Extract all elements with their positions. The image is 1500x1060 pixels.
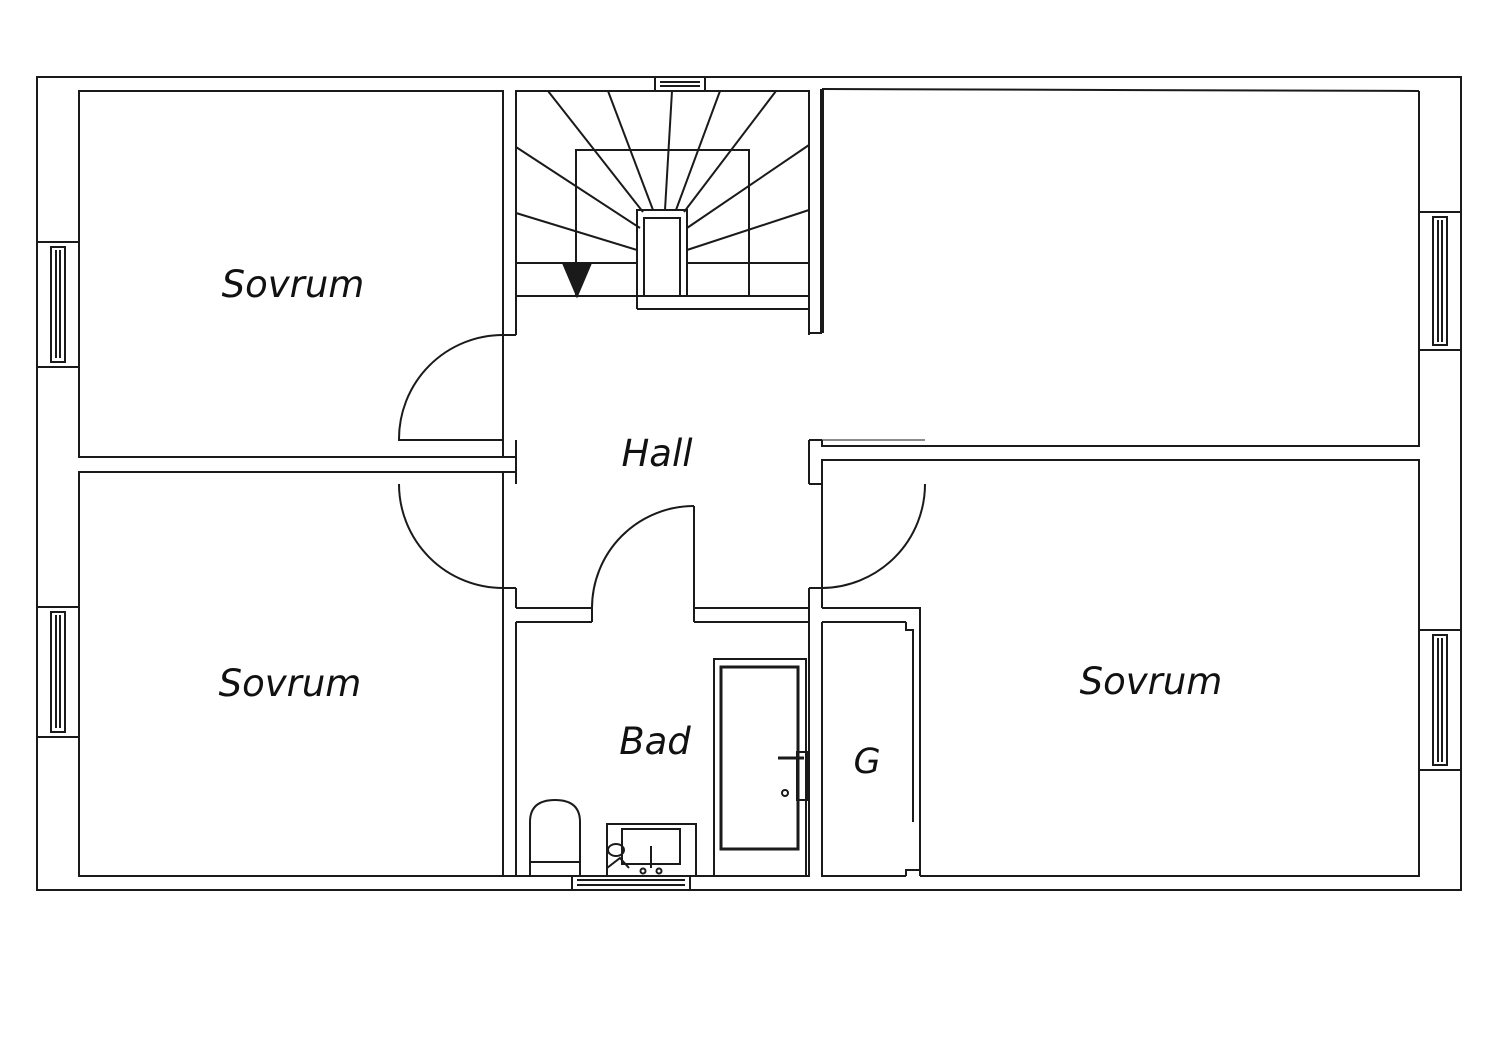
label-bathroom: Bad (619, 720, 691, 763)
shower-icon (713, 658, 808, 877)
closet (821, 622, 906, 877)
label-hall: Hall (621, 432, 693, 475)
window-left-bottom (36, 606, 80, 738)
staircase (515, 90, 810, 310)
window-top-stair (654, 76, 706, 92)
room-top-right (821, 91, 1420, 447)
door-swing-bedroom-bottom-right (821, 483, 926, 590)
window-right-bottom (1418, 629, 1462, 771)
wall-stair-left (515, 90, 810, 335)
door-swing-bedroom-bottom-left (398, 483, 504, 590)
window-bottom-bath (571, 875, 691, 891)
sink-icon (606, 823, 697, 877)
window-left-top (36, 241, 80, 368)
door-swing-bedroom-top-left (397, 334, 504, 441)
room-bedroom-bottom-left (78, 471, 504, 877)
door-swing-bathroom (591, 505, 695, 609)
label-closet: G (853, 742, 880, 782)
label-bedroom-top-left: Sovrum (222, 263, 365, 306)
down-arrow-icon (561, 262, 593, 299)
toilet-icon (529, 798, 581, 876)
window-right-top (1418, 211, 1462, 351)
room-bedroom-bottom-right (821, 459, 1420, 877)
label-bedroom-bottom-left: Sovrum (219, 662, 362, 705)
label-bedroom-bottom-right: Sovrum (1080, 660, 1223, 703)
outer-wall (36, 76, 1462, 891)
